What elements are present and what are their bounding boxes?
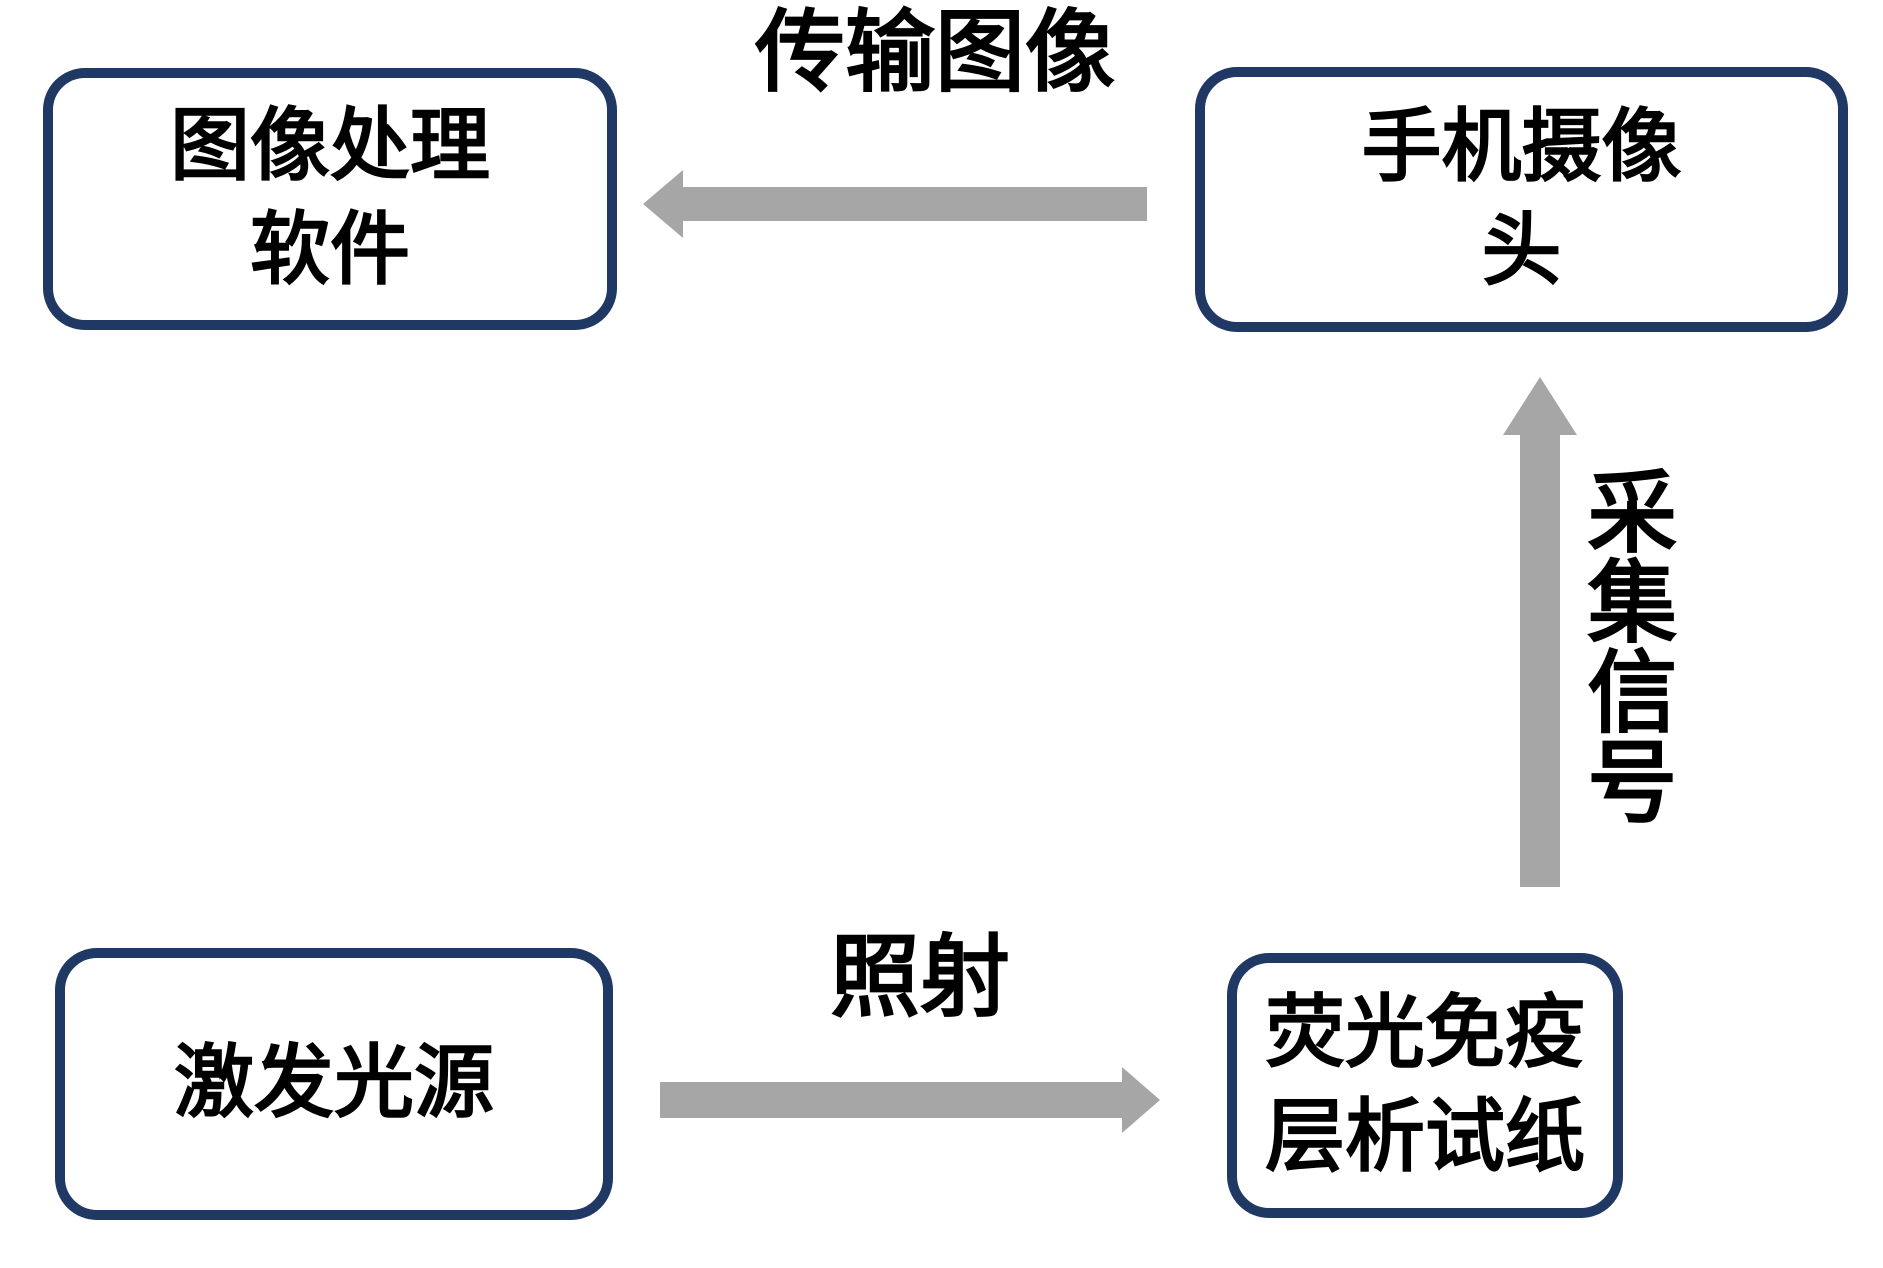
node-label-line: 图像处理 (170, 103, 490, 191)
arrow-left-icon (643, 170, 683, 238)
node-label-line: 层析试纸 (1265, 1093, 1585, 1182)
node-label: 激发光源 (174, 1032, 494, 1136)
arrow-up-icon (1503, 377, 1577, 435)
edge-transmit-image-label: 传输图像 (755, 4, 1115, 103)
node-label: 图像处理 软件 (170, 95, 490, 303)
arrow-shaft (683, 187, 1147, 221)
node-label: 手机摄像 头 (1362, 96, 1682, 304)
node-excitation-light-source: 激发光源 (55, 948, 613, 1220)
node-label-line: 软件 (250, 207, 410, 295)
node-image-processing-software: 图像处理 软件 (43, 68, 617, 330)
node-label: 荧光免疫 层析试纸 (1265, 982, 1585, 1190)
node-label-line: 激发光源 (174, 1040, 494, 1128)
node-label-line: 头 (1481, 207, 1562, 296)
node-label-line: 手机摄像 (1361, 103, 1682, 192)
node-phone-camera: 手机摄像 头 (1195, 67, 1848, 332)
edge-irradiate-label: 照射 (830, 929, 1010, 1028)
node-fluorescence-test-strip: 荧光免疫 层析试纸 (1227, 953, 1623, 1218)
arrow-shaft (660, 1082, 1122, 1118)
node-label-line: 荧光免疫 (1265, 989, 1585, 1078)
arrow-shaft (1520, 433, 1560, 887)
arrow-right-icon (1122, 1067, 1160, 1133)
edge-collect-signal-label: 采集信号 (1573, 465, 1673, 825)
